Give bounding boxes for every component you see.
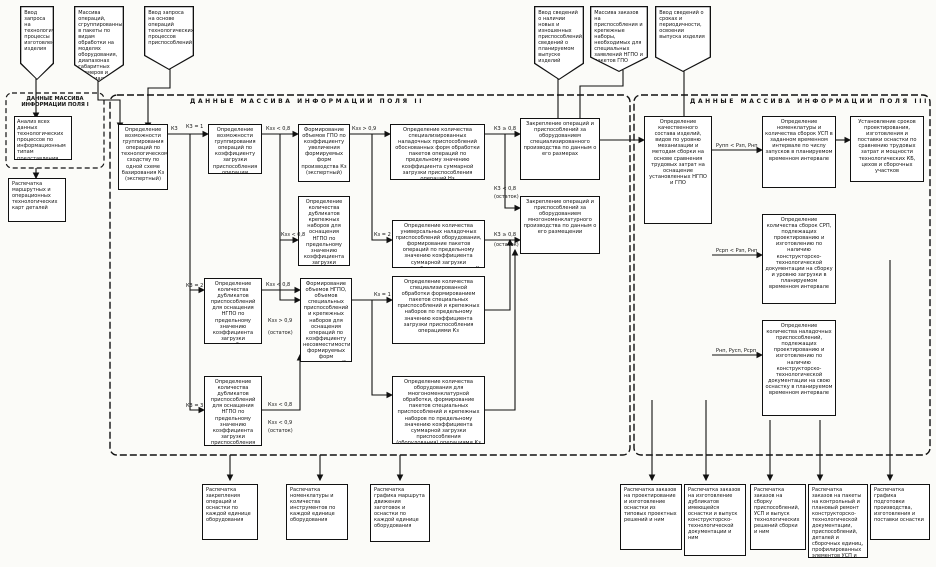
box-srp-assemblies: Определение количества сборок СРП, подле… [762,214,836,304]
box-specialized-fixtures: Определение количества специализированны… [390,124,485,180]
label-kz-eq2: Кз = 2 [374,232,391,238]
box-specialized-processing: Определение количества специализированно… [392,276,485,344]
field-3-frame [633,94,931,456]
field-1-frame [5,92,105,169]
label-k3-eq1: К3 = 1 [186,124,204,130]
label-kzz-08d: Кзз < 0,8 [268,402,293,408]
label-remainder-4: (остаток) [494,242,519,248]
box-multinomenclature-equipment: Определение количества оборудования для … [392,376,485,444]
box-usp-assemblies: Определение номенклатуры и количества сб… [762,116,836,188]
box-gpo-volumes: Формирование объемов ГПО по коэффициенту… [298,124,350,182]
input-dates-periodicity: Ввод сведений о сроках и периодичности, … [656,7,710,71]
label-p-srp: Pсрп < Pзп, Pнп [716,248,758,254]
output-assembly-orders: Распечатка заказов на сборку приспособле… [750,484,806,550]
input-request-fixtures: Ввод запроса на основе операций технолог… [145,7,193,69]
label-p-upp: Pупп < Pзп, Pнп [716,143,758,149]
label-remainder-3: (остаток) [494,194,519,200]
label-remainder-2: (остаток) [268,330,293,336]
input-fixture-orders: Массива заказов на приспособления и креп… [591,7,647,71]
label-k3-ge-08-b: К3 ≥ 0,8 [494,232,517,238]
box-duplicate-fixtures-2: Определение количества дубликатов приспо… [204,376,262,446]
output-design-orders: Распечатка заказов на проектирование и и… [620,484,682,550]
field-2-title: ДАННЫЕ МАССИВА ИНФОРМАЦИИ ПОЛЯ II [190,98,425,105]
box-setup-fixtures: Определение количества наладочных приспо… [762,320,836,416]
label-kzz-09b: Кзз < 0,9 [268,420,293,426]
box-load-coefficient-grouping: Определение возможности группирования оп… [208,124,262,174]
field-2-frame [109,94,631,456]
box-assign-multinomenclature: Закрепление операций и приспособлений за… [520,196,600,254]
box-assign-specialized: Закрепление операций и приспособлений за… [520,118,600,180]
label-p-np: Pнп, Pусп, Pсрп [716,348,757,354]
input-request-tech-processes: Ввод запроса на технологические процессы… [21,7,53,79]
field-3-title: ДАННЫЕ МАССИВА ИНФОРМАЦИИ ПОЛЯ III [690,98,929,105]
box-duplicate-fixtures-ngpo: Определение количества дубликатов приспо… [204,278,262,344]
label-kzz-09a: Кзз > 0,9 [352,126,377,132]
output-preparation-schedule: Распечатка графика подготовки производст… [870,484,930,540]
box-qualitative-composition: Определение качественного состава издели… [644,116,712,224]
input-operations-array: Массива операций, сгруппированных в паке… [75,7,123,81]
box-design-schedule: Установление сроков проектирования, изго… [850,116,924,182]
box-universal-fixtures: Определение количества универсальных нал… [392,220,485,268]
input-fixture-availability: Ввод сведений о наличии новых и изношенн… [535,7,583,79]
field-1-analysis-box: Анализ всех данных технологических проце… [14,116,72,160]
label-kzz-09c: Кзз > 0,9 [268,318,293,324]
label-k3-eq3: К3 = 3 [186,403,204,409]
output-repair-orders: Распечатка заказов на пакеты на контроль… [808,484,868,558]
label-kz-eq1: Кз = 1 [374,292,391,298]
output-duplicate-orders: Распечатка заказов на изготовление дубли… [684,484,746,556]
label-remainder-1: (остаток) [268,428,293,434]
field-1-title: ДАННЫЕ МАССИВА ИНФОРМАЦИИ ПОЛЯ I [21,96,89,108]
label-k3: К3 [171,126,178,132]
label-k3-ge-08: К3 ≥ 0,8 [494,126,517,132]
label-kzz-08b: Кзз < 0,8 [281,232,306,238]
label-k3-lt-08: К3 < 0,8 [494,186,517,192]
label-k3-eq2: К3 = 2 [186,283,204,289]
box-duplicate-fastener-sets: Определение количества дубликатов крепеж… [298,196,350,266]
box-ngpo-volumes: Формирование объемов НГПО, объемов специ… [300,278,352,362]
label-kzz-08c: Кзз < 0,8 [266,282,291,288]
box-grouping-possibility: Определение возможности группирования оп… [118,124,168,190]
output-route-cards: Распечатка маршрутных и операционных тех… [8,178,66,222]
label-kzz-08a: Кзз < 0,8 [266,126,291,132]
output-route-schedule: Распечатка графика маршрута движения заг… [370,484,430,542]
output-assignment-printout: Распечатка закрепления операций и оснаст… [202,484,258,540]
output-tooling-printout: Распечатка номенклатуры и количества инс… [286,484,348,540]
